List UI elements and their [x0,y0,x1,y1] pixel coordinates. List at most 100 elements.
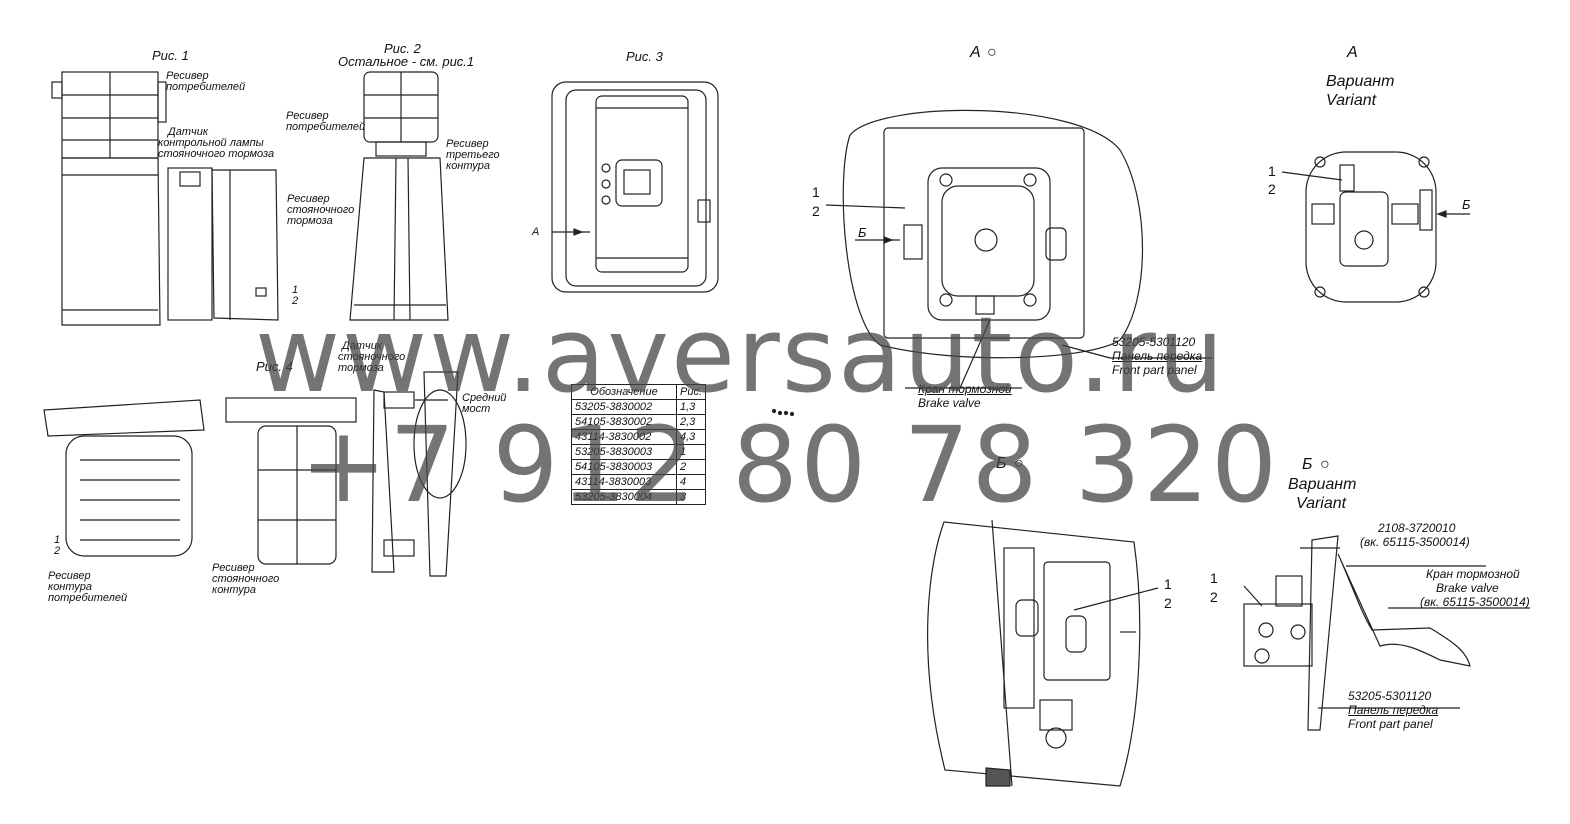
pedal-note: (вк. 65115-3500014) [1360,535,1470,549]
fig4-receiver-parking-label-2: стояночного [212,573,280,585]
table-cell: 54105-3830003 [571,459,677,475]
fig4-sensor-label-3: тормоза [338,362,384,374]
fig4-receiver-consumers-label-2: контура [48,581,93,593]
panel-label-ru: Панель передка [1112,349,1203,363]
fig3-arrow-a: А [532,226,540,238]
panel-label-en: Front part panel [1112,363,1197,377]
brake-valve-label-en: Brake valve [918,396,981,410]
fig1-sensor-label-1: Датчик [168,126,209,138]
table-header-designation: Обозначение [571,384,677,400]
table-header-row: Обозначение Рис. [571,384,707,400]
view-b-brake-valve-note: (вк. 65115-3500014) [1420,595,1530,609]
view-b-panel-ru: Панель передка [1348,703,1439,717]
view-b-variant-callout-1: 1 [1210,570,1218,586]
view-b-panel-en: Front part panel [1348,717,1433,731]
fig4-callout-1: 1 [54,534,61,546]
fig1-receiver-parking-label-2: стояночного [287,204,355,216]
view-b-callout-1: 1 [1164,576,1172,592]
view-a-variant-ru: Вариант [1326,73,1395,90]
fig1-receiver-consumers-label-1: Ресивер [166,70,209,82]
table-cell: 3 [675,489,707,505]
fig1-sensor-label-2: контрольной лампы [158,137,264,149]
fig4-receiver-consumers-label-3: потребителей [48,592,128,604]
figure-3-drawing [551,81,719,293]
table-cell: 1,3 [675,399,707,415]
view-a-title: А [970,44,981,61]
view-a-variant-title: А [1347,44,1358,61]
pedal-part-number: 2108-3720010 [1378,521,1456,535]
fig1-receiver-parking-label-1: Ресивер [287,193,330,205]
view-a-drawing [825,109,1212,389]
view-b-variant-ru: Вариант [1288,476,1357,493]
fig4-receiver-consumers-label-1: Ресивер [48,570,91,582]
view-b-variant-callout-2: 2 [1210,589,1218,605]
view-a-callout-2: 2 [812,203,820,219]
table-cell: 2,3 [675,414,707,430]
fig2-receiver-consumers-label-1: Ресивер [286,110,329,122]
fig2-subtitle: Остальное - см. рис.1 [338,54,475,69]
view-b-title: Б [996,455,1007,472]
table-cell: 53205-3830003 [571,444,677,460]
fig1-receiver-parking-label-3: тормоза [287,215,333,227]
view-a-callout-1: 1 [812,184,820,200]
view-b-variant-drawing [1243,535,1530,731]
fig2-receiver-third-label-3: контура [446,160,491,172]
view-a-arrow-b: Б [858,225,867,240]
fig1-title: Рис. 1 [152,48,189,63]
fig4-sensor-label-1: Датчик [342,340,383,352]
fig2-receiver-consumers-label-2: потребителей [286,121,366,133]
table-cell: 54105-3830002 [571,414,677,430]
fig3-title: Рис. 3 [626,49,663,64]
panel-part-number: 53205-5301120 [1112,335,1196,349]
fig1-receiver-consumers-label-2: потребителей [166,81,246,93]
fig1-callout-1: 1 [292,284,299,296]
fig4-callout-2: 2 [54,545,61,557]
figure-2-drawing [349,71,449,321]
view-a-variant-arrow-b: Б [1462,197,1471,212]
fig4-receiver-parking-label-3: контура [212,584,257,596]
fig1-callout-2: 2 [292,295,299,307]
view-b-variant-rotate-icon: ○ [1320,456,1330,473]
fig2-title: Рис. 2 [384,41,421,56]
fig2-receiver-third-label-1: Ресивер [446,138,489,150]
fig1-sensor-label-3: стояночного тормоза [158,148,275,160]
view-a-variant-en: Variant [1326,92,1377,109]
view-b-brake-valve-ru: Кран тормозной [1426,567,1520,581]
view-a-variant-callout-2: 2 [1268,181,1276,197]
view-a-variant-callout-1: 1 [1268,163,1276,179]
table-cell: 2 [675,459,707,475]
table-header-figure: Рис. [675,384,707,400]
view-b-callout-2: 2 [1164,595,1172,611]
view-b-drawing [927,519,1159,787]
figure-4-drawing [43,371,467,577]
table-cell: 4,3 [675,429,707,445]
view-a-rotate-icon: ○ [987,44,997,61]
view-a-variant-drawing [1281,151,1470,303]
table-cell: 53205-3830002 [571,399,677,415]
fig4-middle-axle-label-2: мост [462,403,491,415]
table-cell: 53205-3830004 [571,489,677,505]
table-cell: 4 [675,474,707,490]
view-b-brake-valve-en: Brake valve [1436,581,1499,595]
table-cell: 1 [675,444,707,460]
view-b-variant-title: Б [1302,456,1313,473]
fig4-receiver-parking-label-1: Ресивер [212,562,255,574]
brake-valve-label-ru: Кран тормозной [918,382,1012,396]
fig4-sensor-label-2: стояночного [338,351,406,363]
view-b-rotate-icon: ○ [1014,455,1024,472]
figure-1-drawing [51,71,279,326]
fig4-title: Рис. 4 [256,359,293,374]
view-b-panel-part-number: 53205-5301120 [1348,689,1432,703]
table-cell: 43114-3830003 [571,474,677,490]
view-b-variant-en: Variant [1296,495,1347,512]
fig4-middle-axle-label-1: Средний [462,392,507,404]
